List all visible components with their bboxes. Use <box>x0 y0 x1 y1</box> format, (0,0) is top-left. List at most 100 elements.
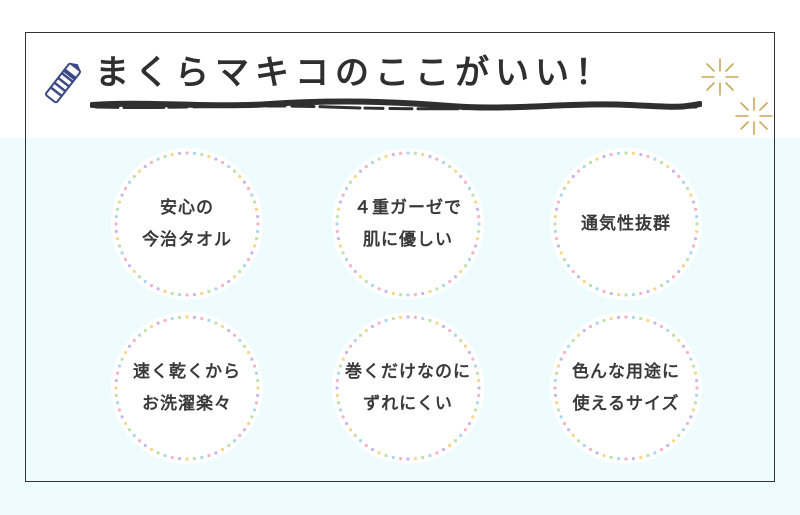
ring-dot <box>695 214 699 219</box>
ring-dot <box>428 453 432 458</box>
dotted-ring <box>114 151 260 297</box>
ring-dot <box>200 316 204 321</box>
ring-dot <box>252 200 257 204</box>
ring-dot <box>428 289 432 294</box>
ring-dot <box>336 401 341 405</box>
ring-dot <box>554 207 559 211</box>
ring-dot <box>256 214 260 219</box>
ring-dot <box>659 447 664 452</box>
ring-dot <box>685 421 690 426</box>
ring-dot <box>358 333 363 337</box>
ring-dot <box>588 447 593 452</box>
ring-dot <box>246 186 251 191</box>
ring-dot <box>170 152 174 157</box>
ring-dot <box>435 321 439 325</box>
feature-circle-2: ４重ガーゼで肌に優しい <box>332 148 484 300</box>
ring-dot <box>370 160 375 165</box>
sparkle-icon <box>701 58 739 96</box>
ring-dot <box>477 214 481 219</box>
ring-dot <box>238 174 242 179</box>
ring-dot <box>609 152 613 157</box>
ring-dot <box>602 289 606 294</box>
ring-dot <box>254 237 259 241</box>
ring-dot <box>149 160 154 165</box>
ring-dot <box>576 439 581 443</box>
ring-dot <box>666 443 670 448</box>
ring-dot <box>117 364 122 368</box>
ring-dot <box>170 316 174 321</box>
feature-line: ずれにくい <box>363 394 453 414</box>
ring-dot <box>695 222 699 226</box>
ring-dot <box>348 180 353 184</box>
ring-dot <box>671 439 676 443</box>
ring-dot <box>554 371 559 375</box>
ring-dot <box>553 214 557 219</box>
ring-dot <box>238 338 242 343</box>
ring-dot <box>156 287 160 291</box>
ring-dot <box>631 293 636 297</box>
ring-dot <box>207 318 211 323</box>
ring-dot <box>120 415 124 419</box>
ring-dot <box>595 321 599 325</box>
ring-dot <box>473 408 478 412</box>
ring-dot <box>256 386 260 390</box>
ring-dot <box>254 401 259 405</box>
ring-dot <box>185 315 189 319</box>
ring-dot <box>624 293 628 297</box>
ring-dot <box>566 264 571 268</box>
ring-dot <box>559 357 563 361</box>
ring-dot <box>341 193 345 197</box>
ring-dot <box>588 283 593 288</box>
ring-dot <box>624 315 628 319</box>
ring-dot <box>132 174 136 179</box>
ring-dot <box>377 321 381 325</box>
ring-dot <box>553 393 557 398</box>
ring-dot <box>666 164 670 169</box>
page-title: まくらマキコのここがいい！ <box>95 53 615 93</box>
ring-dot <box>413 293 418 297</box>
ring-dot <box>556 408 561 412</box>
ring-dot <box>693 207 698 211</box>
ring-dot <box>406 457 410 461</box>
ring-dot <box>170 455 174 460</box>
ring-dot <box>163 318 167 323</box>
ring-dot <box>115 207 120 211</box>
ring-dot <box>123 421 128 426</box>
ring-dot <box>250 415 254 419</box>
ring-dot <box>453 169 458 173</box>
ring-dot <box>562 257 567 262</box>
ring-dot <box>384 289 388 294</box>
ring-dot <box>207 154 211 159</box>
ring-dot <box>689 251 693 255</box>
ring-dot <box>156 157 160 161</box>
ring-dot <box>115 401 120 405</box>
ring-dot <box>562 186 567 191</box>
ring-dot <box>571 338 575 343</box>
ring-dot <box>242 344 247 348</box>
ring-dot <box>114 222 118 226</box>
dotted-ring <box>553 315 699 461</box>
ring-dot <box>137 169 142 173</box>
ring-dot <box>163 289 167 294</box>
ring-dot <box>463 264 468 268</box>
ring-dot <box>695 378 699 383</box>
ring-dot <box>671 333 676 337</box>
ring-dot <box>616 293 621 297</box>
feature-line: 色んな用途に <box>572 362 680 382</box>
ring-dot <box>467 350 472 355</box>
ring-dot <box>616 151 621 155</box>
ring-dot <box>341 251 345 255</box>
ring-dot <box>127 428 132 432</box>
ring-dot <box>671 169 676 173</box>
ring-dot <box>477 386 481 390</box>
ring-dot <box>254 371 259 375</box>
ring-dot <box>463 428 468 432</box>
ring-dot <box>693 371 698 375</box>
ring-dot <box>192 293 197 297</box>
ring-dot <box>336 237 341 241</box>
ring-dot <box>117 244 122 248</box>
ring-dot <box>256 393 260 398</box>
ring-dot <box>214 451 218 455</box>
ring-dot <box>435 157 439 161</box>
ring-dot <box>227 443 231 448</box>
